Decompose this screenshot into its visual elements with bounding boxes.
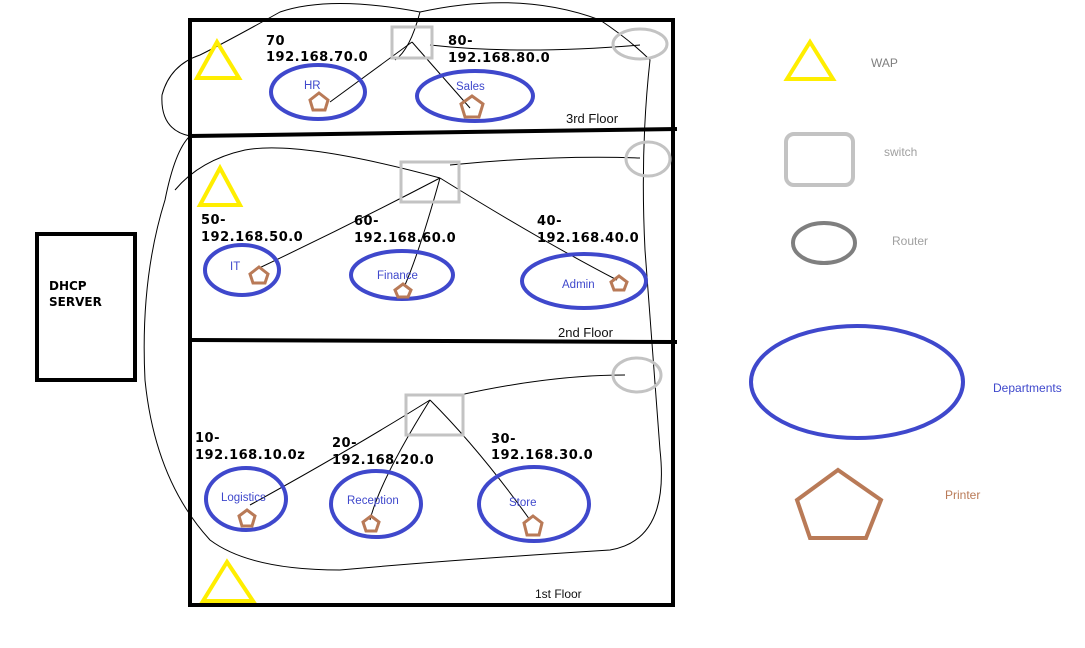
printer-store-icon bbox=[522, 514, 544, 537]
legend-printer-label: Printer bbox=[945, 488, 980, 502]
dept-reception-ellipse bbox=[329, 469, 423, 539]
dept-name-finance: Finance bbox=[377, 270, 418, 282]
cable-2f-left bbox=[174, 147, 441, 191]
cable-loop-right bbox=[143, 2, 662, 571]
printer-logistics-icon bbox=[237, 508, 257, 528]
vlan-id-hr: 70 bbox=[266, 34, 285, 49]
switch-3rd-floor bbox=[390, 25, 434, 60]
legend-department-icon bbox=[749, 324, 965, 440]
cable-1f-logistics bbox=[249, 399, 431, 506]
floor-label-2nd: 2nd Floor bbox=[558, 325, 614, 340]
cable-1f-router bbox=[459, 374, 626, 396]
cable-2f-it bbox=[254, 177, 441, 271]
dept-name-store: Store bbox=[509, 497, 537, 509]
wap-2nd-floor-icon bbox=[196, 163, 244, 207]
wap-3rd-floor-icon bbox=[193, 38, 243, 80]
legend: WAP switch Router Departments Printer bbox=[749, 38, 1062, 540]
dhcp-server-box bbox=[35, 232, 137, 382]
subnet-hr: 192.168.70.0 bbox=[266, 50, 368, 65]
cabling bbox=[143, 2, 662, 571]
dept-hr-ellipse bbox=[269, 63, 367, 121]
dept-name-hr: HR bbox=[304, 80, 321, 92]
floor-divider-3-2 bbox=[189, 127, 678, 138]
switch-2nd-floor bbox=[399, 160, 461, 204]
dept-sales-ellipse bbox=[415, 69, 535, 123]
dept-admin-ellipse bbox=[520, 252, 648, 310]
printer-reception-icon bbox=[361, 514, 381, 533]
cable-2f-router bbox=[449, 156, 641, 166]
building-outline bbox=[188, 18, 675, 607]
printer-finance-icon bbox=[393, 282, 413, 299]
dept-name-logistics: Logistics bbox=[221, 492, 266, 504]
legend-printer-icon bbox=[794, 467, 884, 540]
dept-finance-ellipse bbox=[349, 249, 455, 301]
wap-1st-floor-icon bbox=[199, 558, 257, 603]
router-2nd-floor bbox=[624, 140, 672, 178]
vlan-id-it: 50- bbox=[201, 213, 226, 228]
vlan-id-store: 30- bbox=[491, 432, 516, 447]
cable-2f-admin bbox=[439, 177, 618, 281]
subnet-reception: 192.168.20.0 bbox=[332, 453, 434, 468]
dept-name-sales: Sales bbox=[456, 81, 485, 93]
legend-wap-label: WAP bbox=[871, 56, 898, 70]
legend-departments-label: Departments bbox=[993, 381, 1062, 395]
printer-admin-icon bbox=[609, 274, 629, 292]
dept-store-ellipse bbox=[477, 465, 591, 543]
cable-2f-finance bbox=[404, 177, 441, 286]
dept-name-it: IT bbox=[230, 261, 240, 273]
dept-name-reception: Reception bbox=[347, 495, 399, 507]
dept-name-admin: Admin bbox=[562, 279, 595, 291]
vlan-id-admin: 40- bbox=[537, 214, 562, 229]
subnet-logistics: 192.168.10.0z bbox=[195, 448, 305, 463]
legend-router-label: Router bbox=[892, 234, 928, 248]
legend-wap-icon bbox=[783, 38, 837, 81]
cable-1f-store bbox=[429, 399, 531, 521]
subnet-finance: 192.168.60.0 bbox=[354, 231, 456, 246]
vlan-id-reception: 20- bbox=[332, 436, 357, 451]
dept-it-ellipse bbox=[203, 243, 281, 297]
subnet-it: 192.168.50.0 bbox=[201, 230, 303, 245]
server-label-line1: DHCP bbox=[49, 279, 87, 293]
subnet-store: 192.168.30.0 bbox=[491, 448, 593, 463]
subnet-admin: 192.168.40.0 bbox=[537, 231, 639, 246]
floor-divider-2-1 bbox=[191, 338, 678, 344]
printer-hr-icon bbox=[308, 91, 330, 112]
printer-it-icon bbox=[248, 265, 270, 285]
subnet-sales: 192.168.80.0 bbox=[448, 51, 550, 66]
cable-3f-router bbox=[429, 44, 641, 51]
floor-label-1st: 1st Floor bbox=[535, 587, 582, 601]
dept-logistics-ellipse bbox=[204, 466, 288, 532]
legend-switch-label: switch bbox=[884, 145, 917, 159]
router-3rd-floor bbox=[611, 27, 669, 61]
vlan-id-sales: 80- bbox=[448, 34, 473, 49]
vlan-id-logistics: 10- bbox=[195, 431, 220, 446]
switch-1st-floor bbox=[404, 393, 465, 437]
legend-router-icon bbox=[791, 221, 857, 265]
server-label-line2: SERVER bbox=[49, 295, 102, 309]
cable-3f-hr bbox=[329, 41, 413, 103]
vlan-id-finance: 60- bbox=[354, 214, 379, 229]
printer-sales-icon bbox=[459, 94, 485, 119]
legend-switch-icon bbox=[784, 132, 855, 187]
floor-label-3rd: 3rd Floor bbox=[566, 111, 619, 126]
cable-1f-reception bbox=[369, 399, 431, 521]
router-1st-floor bbox=[611, 356, 663, 394]
